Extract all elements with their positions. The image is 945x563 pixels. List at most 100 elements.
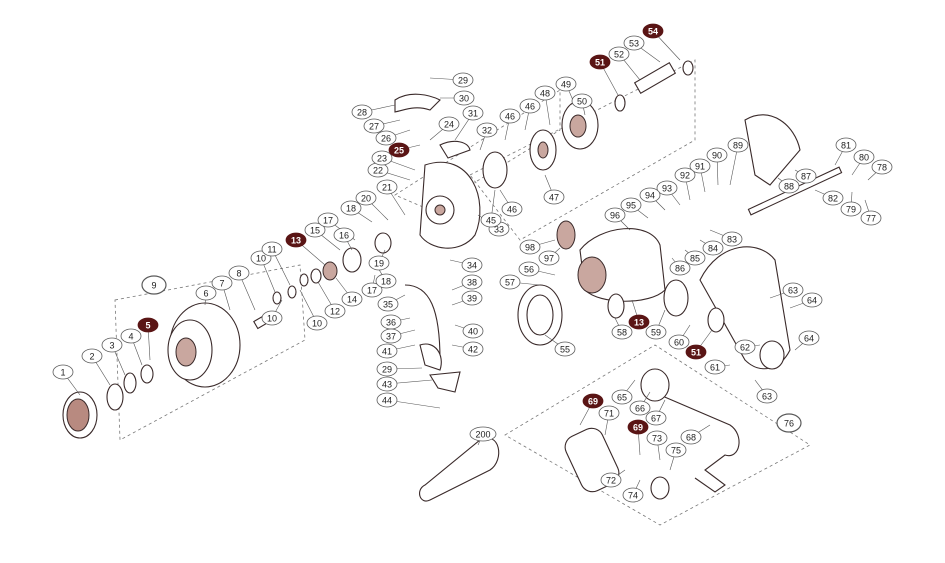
callout-30: 30 — [453, 90, 475, 106]
oscillation-gear-55-inner — [526, 294, 554, 336]
callout-39: 39 — [461, 290, 483, 306]
sleeve-49-core — [569, 114, 587, 138]
callout-200: 200 — [469, 426, 497, 442]
callout-number-6: 6 — [203, 289, 208, 299]
callout-number-18a: 18 — [346, 204, 356, 214]
callout-bubble-10b — [261, 310, 283, 326]
callout-55: 55 — [554, 341, 576, 357]
callout-bubble-42 — [462, 341, 484, 357]
callout-bubble-34 — [461, 257, 483, 273]
callout-number-94: 94 — [645, 191, 655, 201]
callout-number-10a: 10 — [256, 254, 266, 264]
callout-bubble-1 — [52, 364, 74, 380]
callout-bubble-26 — [375, 130, 397, 146]
callout-number-8: 8 — [236, 269, 241, 279]
callout-40: 40 — [462, 323, 484, 339]
callout-number-46c: 46 — [507, 205, 517, 215]
callout-number-57: 57 — [505, 278, 515, 288]
bearing-62-part — [759, 340, 785, 370]
handle-collar-67-part — [640, 368, 670, 402]
callout-bubble-63a — [782, 282, 804, 298]
callout-67: 67 — [645, 410, 667, 426]
callout-82: 82 — [822, 190, 844, 206]
callout-number-10b: 10 — [267, 314, 277, 324]
callout-bubble-58 — [611, 324, 633, 340]
callout-bubble-11 — [261, 241, 283, 257]
callout-bubble-69b — [627, 419, 649, 435]
knob-cap-74-part — [650, 476, 670, 500]
callout-29b: 29 — [376, 361, 398, 377]
callout-number-29b: 29 — [382, 365, 392, 375]
callout-number-91: 91 — [695, 162, 705, 172]
callout-bubble-37 — [380, 328, 402, 344]
callout-bubble-45 — [480, 212, 502, 228]
callout-56: 56 — [518, 261, 540, 277]
callout-number-95: 95 — [626, 201, 636, 211]
callout-bubble-41 — [376, 343, 398, 359]
callout-15: 15 — [304, 222, 326, 238]
drive-gear-part — [607, 293, 625, 319]
callout-bubble-96 — [604, 207, 626, 223]
bearing-47-core — [537, 141, 549, 159]
callout-bubble-81 — [835, 137, 857, 153]
washer-10b-part — [287, 285, 297, 299]
callout-number-30: 30 — [459, 94, 469, 104]
callout-bubble-200 — [469, 426, 497, 442]
callout-number-17a: 17 — [323, 216, 333, 226]
callout-number-24: 24 — [444, 120, 454, 130]
callout-19: 19 — [368, 255, 390, 271]
callout-bubble-88 — [778, 178, 800, 194]
callout-number-72: 72 — [606, 476, 616, 486]
callout-number-81: 81 — [841, 141, 851, 151]
callout-1: 1 — [52, 364, 74, 380]
rotor-nut-part — [434, 204, 446, 216]
callout-10b: 10 — [261, 310, 283, 326]
callout-bubble-95 — [620, 197, 642, 213]
callout-89: 89 — [727, 137, 749, 153]
callout-66: 66 — [629, 400, 651, 416]
callout-number-93: 93 — [662, 184, 672, 194]
callout-64a: 64 — [801, 292, 823, 308]
callout-number-1: 1 — [60, 368, 65, 378]
callout-number-51a: 51 — [595, 58, 605, 68]
callout-61: 61 — [704, 359, 726, 375]
callout-number-53: 53 — [629, 39, 639, 49]
washer-11-part — [299, 273, 309, 287]
callout-number-60: 60 — [674, 338, 684, 348]
bearing-98-part — [556, 220, 576, 250]
callout-bubble-12 — [324, 303, 346, 319]
body-bore-part — [577, 256, 607, 294]
handle-group-outline — [504, 344, 811, 526]
drag-washer-part — [106, 383, 124, 411]
callout-number-13b: 13 — [634, 318, 644, 328]
callout-bubble-54 — [642, 23, 664, 39]
callout-23: 23 — [371, 150, 393, 166]
callout-83: 83 — [721, 231, 743, 247]
callout-24: 24 — [438, 116, 460, 132]
nut-54-part — [682, 60, 694, 76]
callout-9: 9 — [141, 275, 167, 295]
callout-bubble-61 — [704, 359, 726, 375]
gear-16-part — [342, 247, 362, 273]
callout-bubble-23 — [371, 150, 393, 166]
callout-94: 94 — [639, 187, 661, 203]
callout-bubble-29b — [376, 361, 398, 377]
callout-76: 76 — [776, 413, 802, 433]
callout-46b: 46 — [519, 98, 541, 114]
washer-part — [123, 372, 137, 394]
callout-93: 93 — [656, 180, 678, 196]
callout-bubble-64a — [801, 292, 823, 308]
callout-bubble-17b — [361, 282, 383, 298]
callout-bubble-18b — [375, 273, 397, 289]
callout-bubble-46a — [499, 108, 521, 124]
callout-bubble-57 — [499, 274, 521, 290]
callout-number-97: 97 — [544, 254, 554, 264]
callout-number-86: 86 — [675, 264, 685, 274]
bearing-51b-part — [707, 307, 725, 333]
washer-12-part — [310, 268, 322, 284]
spool-assembly — [62, 232, 392, 439]
handle-200-part — [419, 437, 500, 502]
callout-number-56: 56 — [524, 265, 534, 275]
callout-bubble-27 — [363, 118, 385, 134]
callout-96: 96 — [604, 207, 626, 223]
